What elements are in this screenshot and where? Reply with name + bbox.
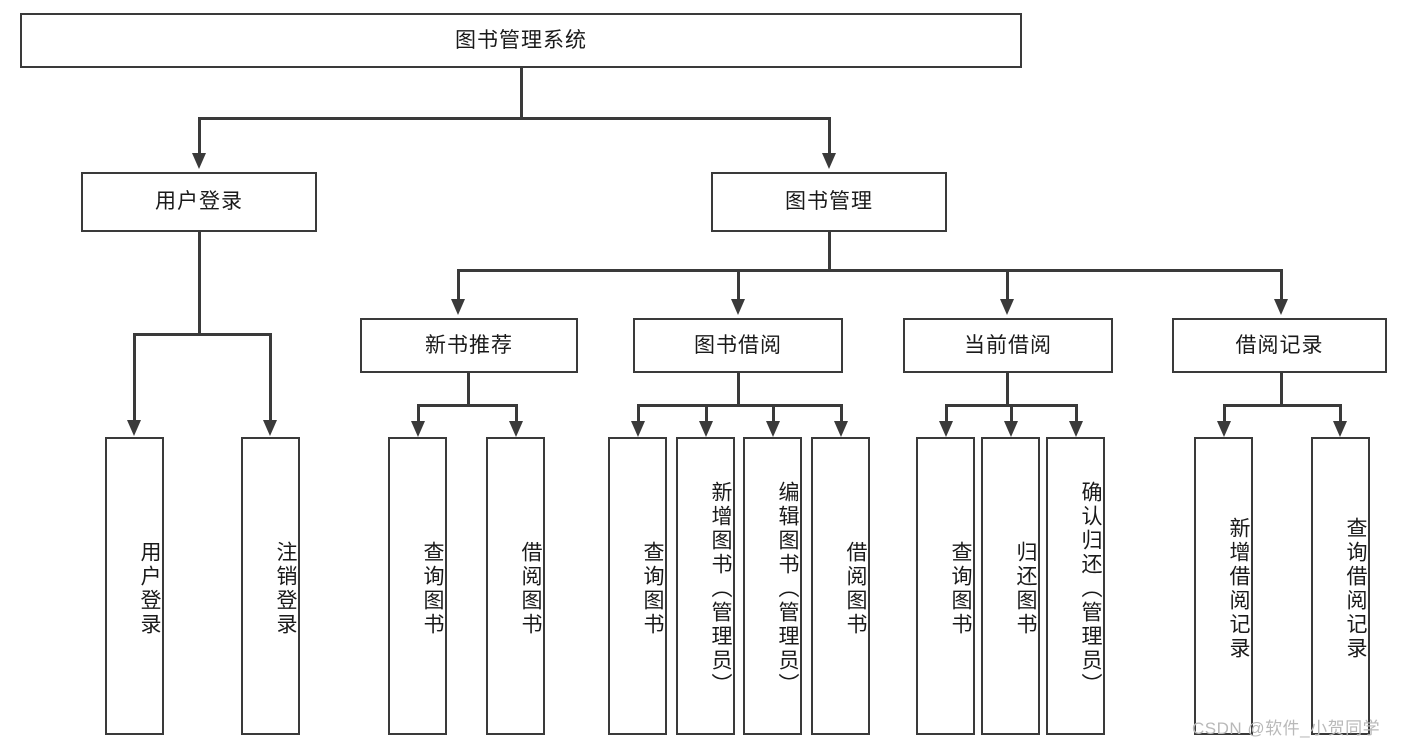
arrow-borrow-record-leaf-1: [1217, 421, 1231, 437]
arrow-current-borrow-leaf-2: [1004, 421, 1018, 437]
edge-new-book-drop-2: [515, 404, 518, 422]
node-label: 归还图书: [1014, 541, 1037, 637]
arrow-to-new-book: [451, 299, 465, 315]
node-label: 注销登录: [274, 541, 297, 637]
arrow-current-borrow-leaf-3: [1069, 421, 1083, 437]
node-user-login[interactable]: 用户登录: [81, 172, 317, 232]
node-label: 查询借阅记录: [1344, 517, 1367, 661]
leaf-book-borrow-edit[interactable]: 编辑图书（管理员）: [743, 437, 802, 735]
edge-new-book-bus: [417, 404, 517, 407]
node-book-borrow[interactable]: 图书借阅: [633, 318, 843, 373]
edge-user-login-drop-2: [269, 333, 272, 421]
arrow-user-login-leaf-2: [263, 420, 277, 436]
edge-borrow-record-bus: [1223, 404, 1340, 407]
node-label: 新增图书（管理员）: [709, 481, 732, 697]
arrow-book-borrow-leaf-2: [699, 421, 713, 437]
node-label: 借阅图书: [844, 541, 867, 637]
edge-book-manage-stem: [828, 232, 831, 271]
node-label: 图书管理系统: [455, 28, 587, 52]
edge-book-borrow-drop-3: [772, 404, 775, 422]
leaf-new-book-borrow[interactable]: 借阅图书: [486, 437, 545, 735]
leaf-book-borrow-borrow[interactable]: 借阅图书: [811, 437, 870, 735]
edge-current-borrow-drop-2: [1010, 404, 1013, 422]
edge-book-borrow-drop-2: [705, 404, 708, 422]
edge-current-borrow-drop-3: [1075, 404, 1078, 422]
node-label: 查询图书: [949, 541, 972, 637]
leaf-current-borrow-return[interactable]: 归还图书: [981, 437, 1040, 735]
leaf-book-borrow-query[interactable]: 查询图书: [608, 437, 667, 735]
node-new-book-recommend[interactable]: 新书推荐: [360, 318, 578, 373]
edge-user-login-drop-1: [133, 333, 136, 421]
arrow-current-borrow-leaf-1: [939, 421, 953, 437]
node-label: 查询图书: [641, 541, 664, 637]
edge-level2-bus: [457, 269, 1283, 272]
edge-book-borrow-stem: [737, 373, 740, 406]
leaf-user-login-logout[interactable]: 注销登录: [241, 437, 300, 735]
leaf-current-borrow-query[interactable]: 查询图书: [916, 437, 975, 735]
leaf-book-borrow-add[interactable]: 新增图书（管理员）: [676, 437, 735, 735]
node-label: 当前借阅: [964, 333, 1052, 357]
edge-drop-new-book: [457, 269, 460, 300]
arrow-root-to-book-manage: [822, 153, 836, 169]
node-label: 用户登录: [138, 541, 161, 637]
edge-book-borrow-bus: [637, 404, 841, 407]
arrow-to-book-borrow: [731, 299, 745, 315]
node-label: 借阅图书: [519, 541, 542, 637]
arrow-root-to-user-login: [192, 153, 206, 169]
node-label: 图书管理: [785, 190, 873, 214]
node-label: 新增借阅记录: [1227, 517, 1250, 661]
edge-new-book-drop-1: [417, 404, 420, 422]
edge-book-borrow-drop-1: [637, 404, 640, 422]
edge-root-to-user-login: [198, 117, 201, 155]
leaf-borrow-record-add[interactable]: 新增借阅记录: [1194, 437, 1253, 735]
edge-drop-borrow-record: [1280, 269, 1283, 300]
arrow-user-login-leaf-1: [127, 420, 141, 436]
arrow-book-borrow-leaf-3: [766, 421, 780, 437]
edge-level1-bus: [199, 117, 831, 120]
arrow-to-current-borrow: [1000, 299, 1014, 315]
arrow-new-book-leaf-2: [509, 421, 523, 437]
leaf-borrow-record-query[interactable]: 查询借阅记录: [1311, 437, 1370, 735]
node-label: 借阅记录: [1235, 333, 1324, 357]
arrow-book-borrow-leaf-1: [631, 421, 645, 437]
arrow-new-book-leaf-1: [411, 421, 425, 437]
edge-user-login-stem: [198, 232, 201, 334]
csdn-watermark: CSDN @软件_小贺同学: [1192, 719, 1381, 738]
edge-borrow-record-stem: [1280, 373, 1283, 406]
edge-book-borrow-drop-4: [840, 404, 843, 422]
node-label: 查询图书: [421, 541, 444, 637]
leaf-current-borrow-confirm[interactable]: 确认归还（管理员）: [1046, 437, 1105, 735]
leaf-user-login-login[interactable]: 用户登录: [105, 437, 164, 735]
node-borrow-record[interactable]: 借阅记录: [1172, 318, 1387, 373]
node-label: 新书推荐: [425, 333, 513, 357]
edge-current-borrow-drop-1: [945, 404, 948, 422]
edge-borrow-record-drop-2: [1339, 404, 1342, 422]
node-label: 编辑图书（管理员）: [776, 481, 799, 697]
edge-current-borrow-stem: [1006, 373, 1009, 406]
arrow-to-borrow-record: [1274, 299, 1288, 315]
node-label: 图书借阅: [694, 333, 782, 357]
edge-drop-book-borrow: [737, 269, 740, 300]
leaf-new-book-query[interactable]: 查询图书: [388, 437, 447, 735]
edge-new-book-stem: [467, 373, 470, 406]
node-current-borrow[interactable]: 当前借阅: [903, 318, 1113, 373]
edge-root-to-book-manage: [828, 117, 831, 155]
node-label: 确认归还（管理员）: [1079, 481, 1102, 697]
edge-borrow-record-drop-1: [1223, 404, 1226, 422]
node-root-system[interactable]: 图书管理系统: [20, 13, 1022, 68]
node-book-manage[interactable]: 图书管理: [711, 172, 947, 232]
edge-drop-current-borrow: [1006, 269, 1009, 300]
arrow-borrow-record-leaf-2: [1333, 421, 1347, 437]
edge-root-stem: [520, 68, 523, 118]
arrow-book-borrow-leaf-4: [834, 421, 848, 437]
edge-user-login-bus: [133, 333, 271, 336]
node-label: 用户登录: [155, 190, 243, 214]
